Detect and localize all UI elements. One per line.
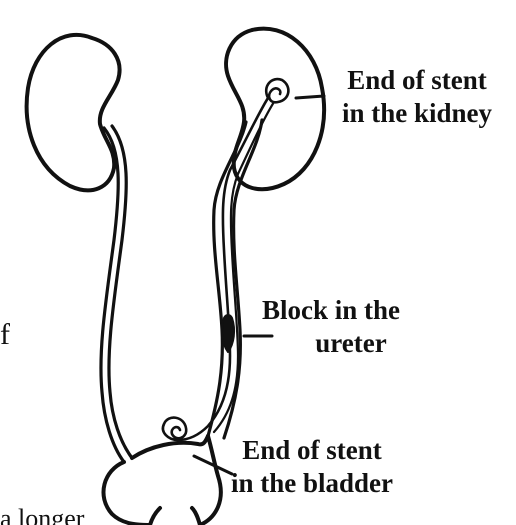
bladder-stent-curl <box>163 418 186 440</box>
right-ureter-outer-right <box>224 120 262 438</box>
label-kidney-end: End of stent in the kidney <box>322 64 512 130</box>
right-kidney <box>226 29 324 190</box>
cropped-text-bottom: a longer <box>0 504 84 525</box>
left-kidney <box>27 35 120 190</box>
bladder <box>103 436 220 525</box>
kidney-stent-curl <box>266 79 288 102</box>
label-bladder-end-line2: in the bladder <box>214 467 410 500</box>
label-bladder-end-line1: End of stent <box>214 434 410 467</box>
label-kidney-end-line1: End of stent <box>322 64 512 97</box>
label-bladder-end: End of stent in the bladder <box>214 434 410 500</box>
label-ureter-block-line1: Block in the <box>246 294 416 327</box>
cropped-text-f: f <box>0 318 10 352</box>
stent-tube-inner <box>214 102 274 432</box>
ureter-blockage <box>222 315 234 352</box>
kidney-leader-line <box>296 96 324 98</box>
urethra <box>150 508 200 525</box>
label-ureter-block-line2: ureter <box>246 327 416 360</box>
label-ureter-block: Block in the ureter <box>246 294 416 360</box>
label-kidney-end-line2: in the kidney <box>322 97 512 130</box>
